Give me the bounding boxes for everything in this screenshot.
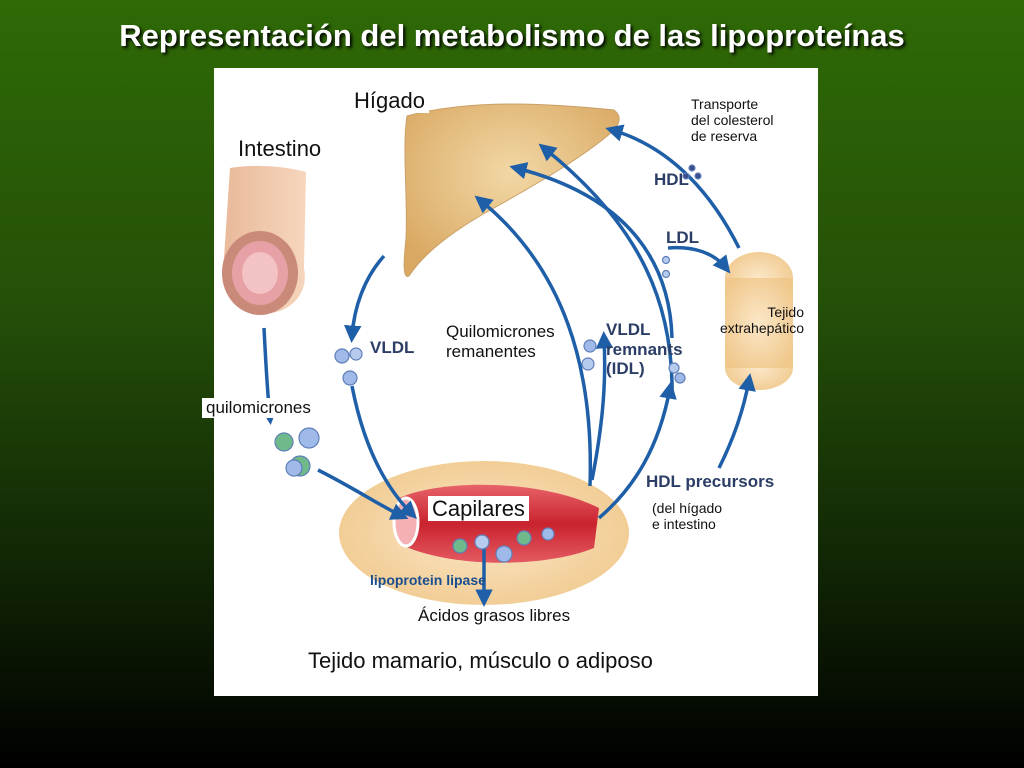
label-vldl-remnants: VLDL remnants (IDL) [606, 320, 683, 379]
label-tejido-mamario: Tejido mamario, músculo o adiposo [308, 648, 653, 673]
particles [274, 164, 702, 563]
label-ldl: LDL [666, 228, 700, 247]
label-transporte: Transporte del colesterol de reserva [687, 96, 778, 145]
label-lipoprotein-lipase: lipoprotein lipase [370, 572, 486, 588]
label-tejido-extrahepatico: Tejido extrahepático [719, 304, 804, 337]
slide-title: Representación del metabolismo de las li… [119, 18, 905, 53]
diagram-panel: Hígado Intestino Transporte del colester… [202, 68, 818, 696]
label-hdl: HDL [654, 170, 689, 189]
label-quilomicrones: quilomicrones [202, 398, 315, 418]
diagram-canvas [222, 103, 793, 607]
label-capilares: Capilares [428, 496, 529, 522]
label-hdl-precursors: HDL precursors [646, 472, 775, 491]
label-origen-hdl: (del hígado e intestino [652, 500, 723, 533]
label-acidos-grasos: Ácidos grasos libres [418, 606, 571, 625]
label-intestino: Intestino [234, 136, 326, 162]
label-vldl: VLDL [370, 338, 415, 357]
label-higado: Hígado [350, 88, 429, 114]
label-quilomicrones-remanentes: Quilomicrones remanentes [446, 322, 555, 361]
liver-shape [403, 103, 620, 277]
